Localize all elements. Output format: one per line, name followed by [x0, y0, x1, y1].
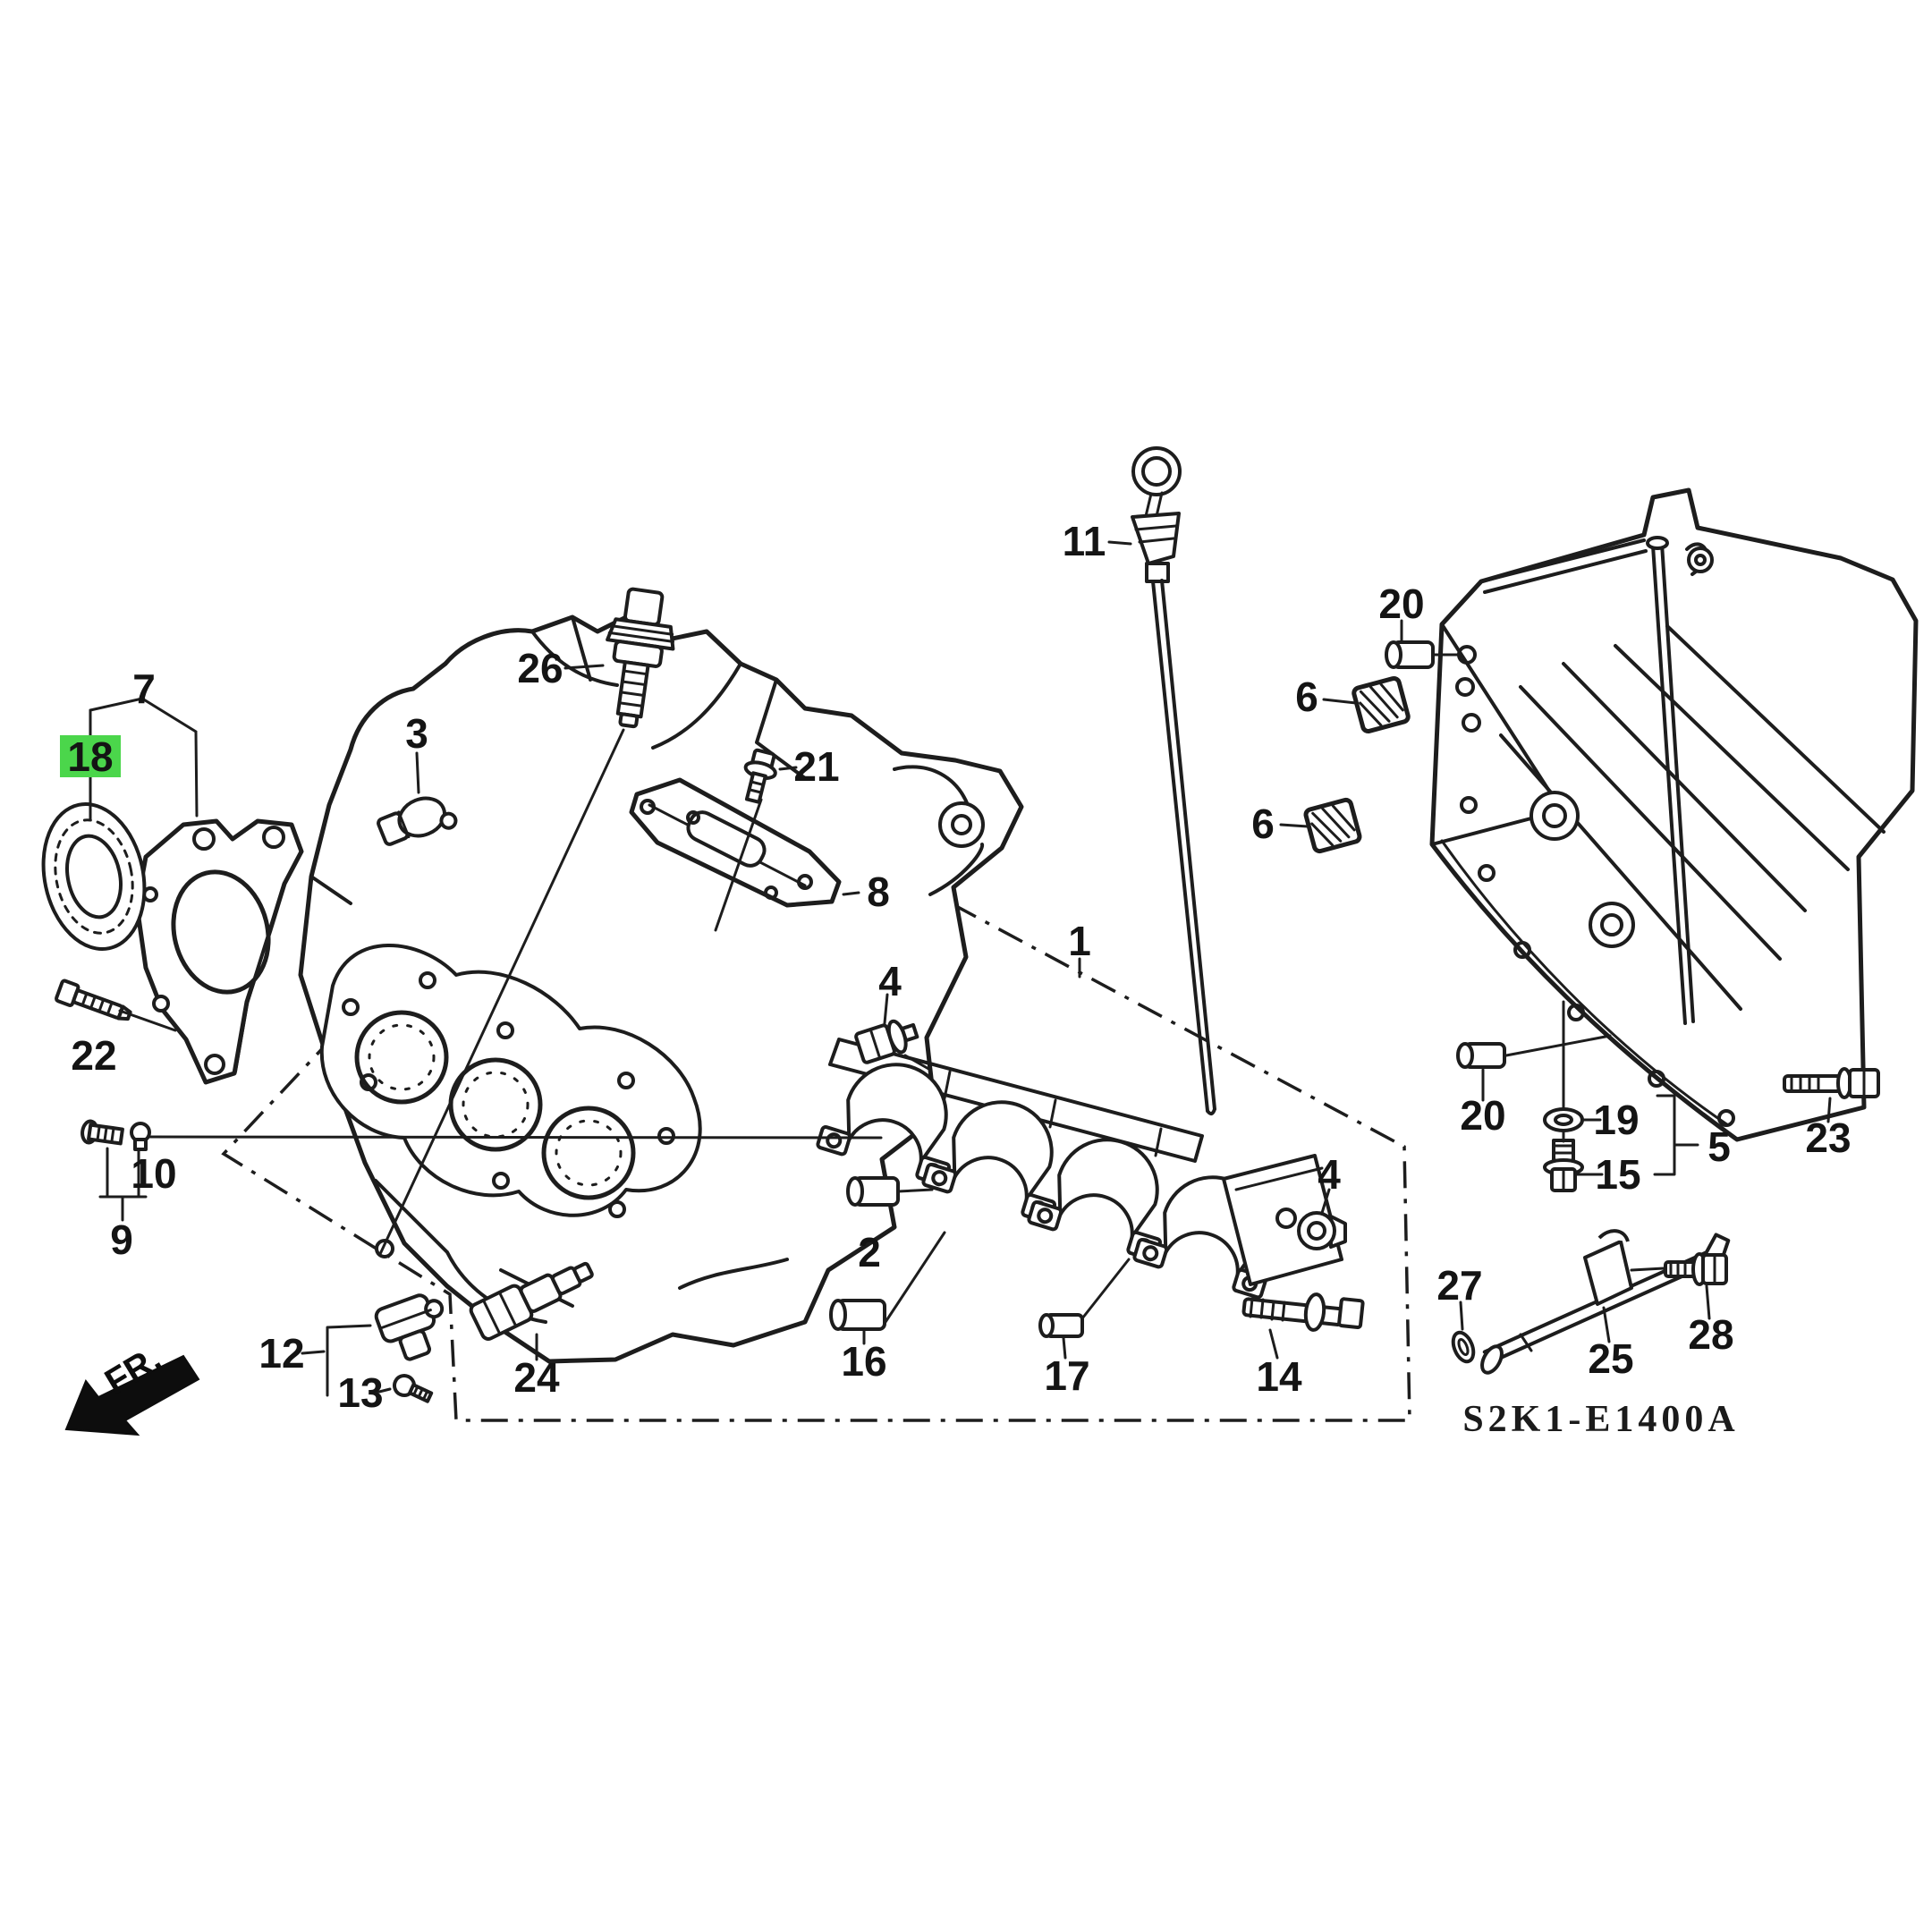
part-20-dowel-pin-drawing: [1385, 640, 1435, 669]
part-10-jet-parts-drawing: [80, 1119, 151, 1151]
part-11-dipstick-drawing: [1131, 446, 1216, 1115]
part-25-pipe-drawing: [1480, 1229, 1731, 1375]
part-20-dowel-pin-lower-drawing: [1456, 1042, 1506, 1069]
part-14-bolt-drawing: [1241, 1292, 1365, 1332]
part-callout-27: 27: [1436, 1262, 1482, 1309]
part-callout-4: 4: [1318, 1151, 1341, 1198]
part-callout-18: 18: [67, 733, 113, 780]
part-4-socket-bolt-drawing: [1297, 1211, 1347, 1250]
part-callout-25: 25: [1588, 1335, 1633, 1382]
part-22-bolt-drawing: [55, 979, 132, 1021]
part-7-seal-case-drawing: [134, 818, 304, 1085]
diagram-code: S2K1-E1400A: [1462, 1399, 1739, 1440]
part-4-bolt-drawing: [854, 1019, 919, 1064]
callouts-layer: 7 18 3 26 21 8 11 20 6 6 1 22 10 9 4 2 16 17 14 4 20 19 15 5 23 2…: [60, 518, 1852, 1416]
part-1-bearing-cap-bridge-drawing: [815, 1038, 1343, 1301]
part-17-dowel-pin-drawing: [1038, 1313, 1084, 1338]
part-callout-19: 19: [1593, 1097, 1639, 1143]
part-callout-21: 21: [793, 743, 839, 790]
cylinder-bores: [354, 1010, 636, 1200]
part-callout-5: 5: [1707, 1123, 1731, 1170]
leader-lines: [89, 540, 1832, 1397]
assembly-boundary: [221, 726, 1411, 1422]
part-26-sensor-drawing: [606, 587, 675, 729]
part-15-drain-bolt-drawing: [1543, 1139, 1584, 1192]
part-callout-4: 4: [878, 958, 902, 1004]
part-callout-11: 11: [1063, 518, 1106, 564]
part-16-dowel-pin-drawing: [829, 1299, 886, 1331]
part-callout-26: 26: [517, 645, 563, 691]
part-callout-17: 17: [1044, 1352, 1089, 1399]
part-callout-14: 14: [1256, 1353, 1302, 1400]
part-callout-13: 13: [337, 1369, 383, 1416]
part-callout-16: 16: [841, 1338, 886, 1385]
part-callout-28: 28: [1688, 1311, 1733, 1358]
dipstick-tube-drawing: [1646, 536, 1714, 1025]
part-callout-9: 9: [110, 1216, 133, 1263]
part-callout-2: 2: [858, 1229, 881, 1275]
part-13-bolt-drawing: [393, 1374, 434, 1403]
part-21-bolt-drawing: [743, 748, 777, 804]
part-18-oil-seal-drawing: [41, 801, 147, 952]
part-6-plug-drawing: [1352, 675, 1411, 734]
fr-arrow-icon: [64, 1354, 200, 1436]
part-12-sensor-drawing: [374, 1293, 445, 1361]
part-callout-20: 20: [1378, 580, 1424, 627]
part-28-bolt-drawing: [1664, 1252, 1728, 1286]
part-5-oil-pan-drawing: [1429, 487, 1919, 1142]
part-callout-7: 7: [132, 665, 156, 712]
part-callout-23: 23: [1805, 1114, 1851, 1161]
part-8-plate-drawing: [629, 777, 842, 908]
part-callout-20: 20: [1460, 1092, 1505, 1139]
part-2-dowel-pin-drawing: [846, 1176, 900, 1207]
part-callout-6: 6: [1251, 801, 1275, 847]
part-23-bolt-drawing: [1783, 1067, 1880, 1099]
part-callout-22: 22: [71, 1032, 116, 1079]
part-19-drain-washer-drawing: [1543, 1107, 1584, 1132]
fr-direction-arrow: FR.: [64, 1339, 200, 1436]
part-head-gasket-drawing: [319, 944, 702, 1218]
highlight-box: [60, 735, 121, 777]
part-3-sensor-drawing: [377, 796, 458, 846]
part-callout-1: 1: [1068, 918, 1091, 964]
gasket-bolt-holes: [342, 971, 675, 1218]
part-callout-3: 3: [405, 710, 428, 757]
part-callout-6: 6: [1295, 674, 1318, 720]
part-6-plug-drawing: [1303, 797, 1362, 854]
part-callout-8: 8: [867, 869, 890, 915]
part-callout-12: 12: [258, 1330, 304, 1377]
part-callout-15: 15: [1595, 1151, 1640, 1198]
part-24-sensor-drawing: [469, 1261, 594, 1341]
part-callout-10: 10: [131, 1150, 176, 1197]
part-callout-24: 24: [513, 1354, 560, 1401]
part-27-clip-drawing: [1451, 1330, 1476, 1364]
